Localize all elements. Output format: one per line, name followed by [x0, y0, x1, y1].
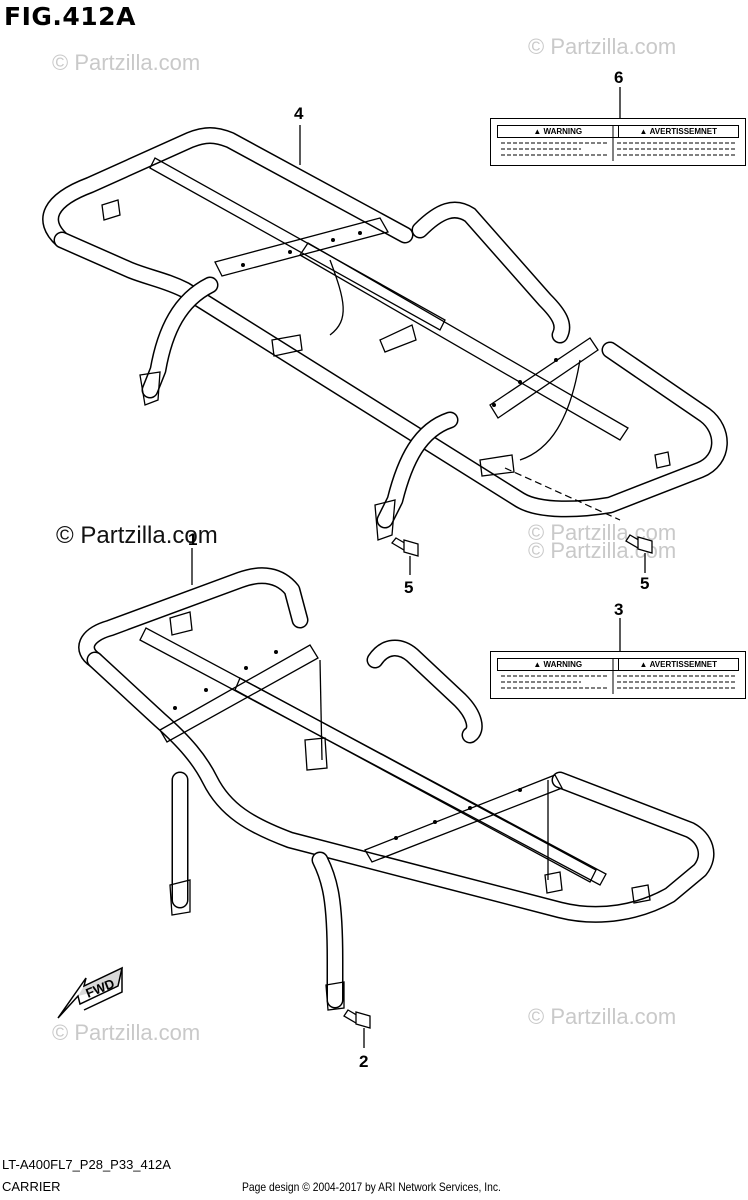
avertissement-text: ▲ AVERTISSEMNET	[617, 659, 739, 670]
watermark: © Partzilla.com	[528, 1004, 677, 1029]
warning-text: ▲ WARNING	[533, 660, 583, 669]
callout-6: 6	[614, 68, 624, 87]
label-dash-lines	[501, 125, 737, 161]
fwd-arrow-icon: FWD	[57, 966, 124, 1019]
callout-4: 4	[294, 104, 304, 123]
figure-title: FIG.412A	[4, 2, 136, 31]
front-carrier-drawing	[78, 548, 715, 1011]
callout-5: 5	[640, 574, 650, 593]
bolt-5-right	[625, 534, 653, 573]
bolt-2	[343, 1009, 371, 1048]
avertissement-text: ▲ AVERTISSEMNET	[617, 126, 739, 137]
callout-3: 3	[614, 600, 624, 619]
warning-text: ▲ WARNING	[533, 127, 583, 136]
warning-label-3: ▲ WARNING ▲ AVERTISSEMNET	[490, 651, 746, 699]
warning-label-6: ▲ WARNING ▲ AVERTISSEMNET	[490, 118, 746, 166]
copyright-notice: Page design © 2004-2017 by ARI Network S…	[242, 1180, 501, 1194]
callout-1: 1	[188, 530, 198, 549]
model-code: LT-A400FL7_P28_P33_412A	[2, 1157, 171, 1172]
bolt-5-left	[391, 537, 419, 575]
callout-5: 5	[404, 578, 414, 597]
watermark: © Partzilla.com	[52, 1020, 201, 1045]
watermark: © Partzilla.com	[52, 50, 201, 75]
section-name: CARRIER	[2, 1179, 61, 1194]
label-dash-lines	[501, 658, 737, 694]
rear-carrier-drawing	[42, 125, 728, 541]
watermark: © Partzilla.com	[528, 34, 677, 59]
watermark: © Partzilla.com	[56, 522, 218, 549]
callout-2: 2	[359, 1052, 369, 1071]
